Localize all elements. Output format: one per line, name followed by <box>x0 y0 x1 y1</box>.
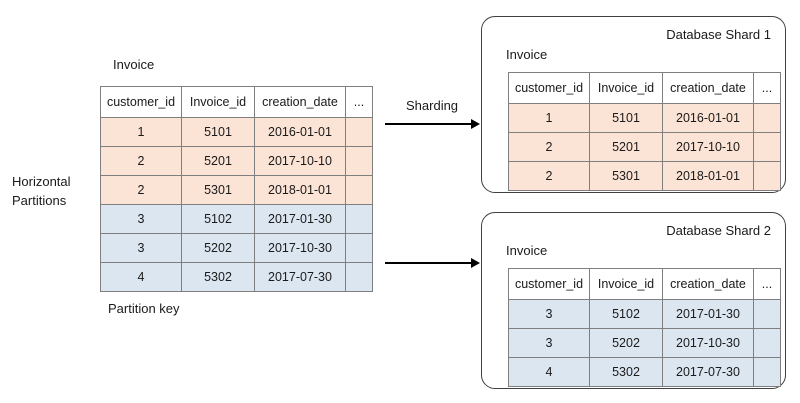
source-table-caption: Invoice <box>113 57 155 72</box>
shard-table-caption: Invoice <box>506 47 548 62</box>
column-header-invoice-id: Invoice_id <box>589 268 663 300</box>
cell-customer-id: 3 <box>508 299 590 329</box>
cell-creation-date: 2016-01-01 <box>254 117 346 147</box>
cell-ellipsis <box>345 146 373 176</box>
cell-creation-date: 2017-10-10 <box>254 146 346 176</box>
table-row: 2 5201 2017-10-10 <box>100 146 373 176</box>
cell-invoice-id: 5201 <box>589 132 663 162</box>
shard-table-caption: Invoice <box>506 243 548 258</box>
cell-customer-id: 3 <box>508 328 590 358</box>
table-header-row: customer_id Invoice_id creation_date ... <box>508 72 781 104</box>
table-row: 2 5201 2017-10-10 <box>508 132 781 162</box>
cell-invoice-id: 5202 <box>589 328 663 358</box>
column-header-creation-date: creation_date <box>662 268 754 300</box>
table-header-row: customer_id Invoice_id creation_date ... <box>508 268 781 300</box>
cell-ellipsis <box>753 328 781 358</box>
cell-ellipsis <box>345 233 373 263</box>
cell-creation-date: 2017-01-30 <box>254 204 346 234</box>
cell-ellipsis <box>345 204 373 234</box>
cell-creation-date: 2018-01-01 <box>662 161 754 191</box>
cell-invoice-id: 5302 <box>589 357 663 387</box>
table-row: 2 5301 2018-01-01 <box>508 161 781 191</box>
cell-creation-date: 2017-07-30 <box>254 262 346 292</box>
table-header-row: customer_id Invoice_id creation_date ... <box>100 86 373 118</box>
sharding-arrow-1 <box>385 118 480 130</box>
shard-1-invoice-table: customer_id Invoice_id creation_date ...… <box>508 72 781 191</box>
cell-ellipsis <box>345 175 373 205</box>
cell-customer-id: 4 <box>508 357 590 387</box>
cell-creation-date: 2018-01-01 <box>254 175 346 205</box>
column-header-invoice-id: Invoice_id <box>589 72 663 104</box>
sharding-arrow-2 <box>385 257 480 269</box>
cell-ellipsis <box>345 117 373 147</box>
cell-customer-id: 1 <box>508 103 590 133</box>
table-row: 3 5202 2017-10-30 <box>100 233 373 263</box>
column-header-customer-id: customer_id <box>508 72 590 104</box>
database-shard-2-panel: Database Shard 2 Invoice customer_id Inv… <box>481 212 786 389</box>
table-row: 3 5202 2017-10-30 <box>508 328 781 358</box>
table-row: 3 5102 2017-01-30 <box>508 299 781 329</box>
column-header-ellipsis: ... <box>345 86 373 118</box>
cell-invoice-id: 5101 <box>181 117 255 147</box>
table-row: 2 5301 2018-01-01 <box>100 175 373 205</box>
arrow-head-icon <box>471 119 480 129</box>
cell-creation-date: 2016-01-01 <box>662 103 754 133</box>
table-row: 1 5101 2016-01-01 <box>100 117 373 147</box>
cell-invoice-id: 5101 <box>589 103 663 133</box>
cell-invoice-id: 5102 <box>181 204 255 234</box>
table-row: 3 5102 2017-01-30 <box>100 204 373 234</box>
cell-creation-date: 2017-10-10 <box>662 132 754 162</box>
cell-ellipsis <box>753 132 781 162</box>
table-row: 4 5302 2017-07-30 <box>508 357 781 387</box>
partition-key-label: Partition key <box>108 301 180 316</box>
cell-creation-date: 2017-10-30 <box>254 233 346 263</box>
table-row: 1 5101 2016-01-01 <box>508 103 781 133</box>
database-shard-1-panel: Database Shard 1 Invoice customer_id Inv… <box>481 16 786 193</box>
cell-customer-id: 2 <box>508 161 590 191</box>
cell-customer-id: 3 <box>100 233 182 263</box>
column-header-invoice-id: Invoice_id <box>181 86 255 118</box>
source-invoice-table: customer_id Invoice_id creation_date ...… <box>100 86 373 292</box>
column-header-creation-date: creation_date <box>662 72 754 104</box>
column-header-customer-id: customer_id <box>100 86 182 118</box>
cell-invoice-id: 5201 <box>181 146 255 176</box>
table-row: 4 5302 2017-07-30 <box>100 262 373 292</box>
shard-title: Database Shard 1 <box>666 27 771 42</box>
arrow-shaft <box>385 262 471 264</box>
cell-customer-id: 2 <box>100 175 182 205</box>
cell-ellipsis <box>753 161 781 191</box>
cell-invoice-id: 5102 <box>589 299 663 329</box>
cell-creation-date: 2017-10-30 <box>662 328 754 358</box>
cell-ellipsis <box>345 262 373 292</box>
shard-2-invoice-table: customer_id Invoice_id creation_date ...… <box>508 268 781 387</box>
cell-customer-id: 2 <box>100 146 182 176</box>
shard-title: Database Shard 2 <box>666 223 771 238</box>
cell-customer-id: 2 <box>508 132 590 162</box>
cell-ellipsis <box>753 299 781 329</box>
cell-creation-date: 2017-01-30 <box>662 299 754 329</box>
column-header-ellipsis: ... <box>753 268 781 300</box>
sharding-label: Sharding <box>406 98 459 113</box>
arrow-shaft <box>385 123 471 125</box>
cell-customer-id: 1 <box>100 117 182 147</box>
cell-invoice-id: 5301 <box>589 161 663 191</box>
cell-customer-id: 4 <box>100 262 182 292</box>
column-header-creation-date: creation_date <box>254 86 346 118</box>
cell-customer-id: 3 <box>100 204 182 234</box>
column-header-customer-id: customer_id <box>508 268 590 300</box>
arrow-head-icon <box>471 258 480 268</box>
cell-invoice-id: 5202 <box>181 233 255 263</box>
cell-creation-date: 2017-07-30 <box>662 357 754 387</box>
column-header-ellipsis: ... <box>753 72 781 104</box>
cell-ellipsis <box>753 357 781 387</box>
cell-invoice-id: 5302 <box>181 262 255 292</box>
horizontal-partitions-label: Horizontal Partitions <box>12 174 71 208</box>
cell-ellipsis <box>753 103 781 133</box>
cell-invoice-id: 5301 <box>181 175 255 205</box>
